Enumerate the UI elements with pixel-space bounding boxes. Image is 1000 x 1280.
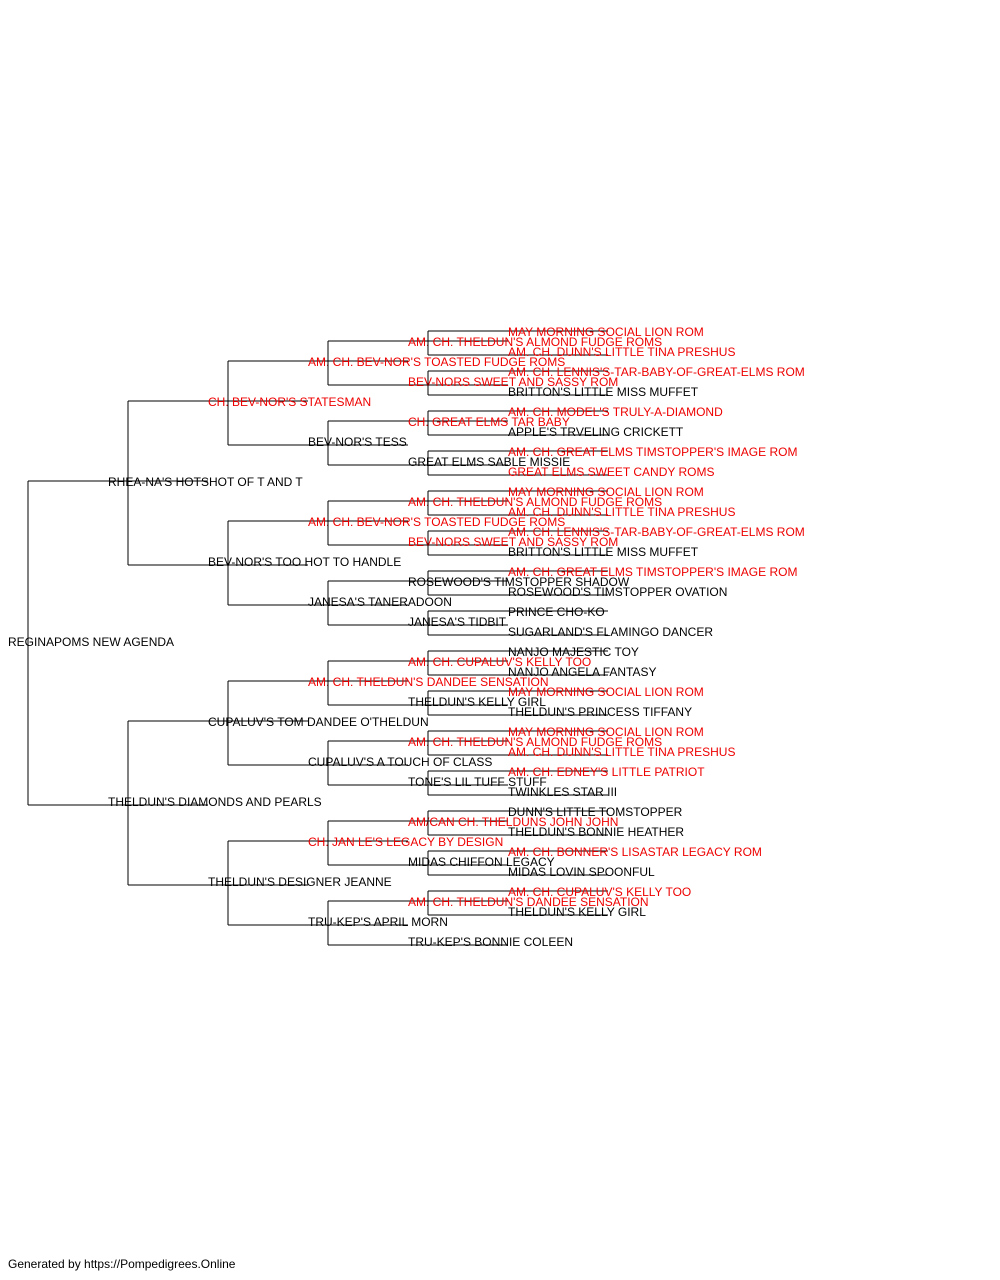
pedigree-name: JANESA'S TIDBIT bbox=[408, 615, 507, 629]
pedigree-name: AM. CH. LENNIS'S-TAR-BABY-OF-GREAT-ELMS … bbox=[508, 525, 805, 539]
pedigree-name: THELDUN'S KELLY GIRL bbox=[508, 905, 646, 919]
pedigree-name: AM. CH. THELDUN'S ALMOND FUDGE ROMS bbox=[408, 495, 662, 509]
pedigree-name: AM. CH. BONNER'S LISASTAR LEGACY ROM bbox=[508, 845, 762, 859]
pedigree-name: GREAT ELMS SWEET CANDY ROMS bbox=[508, 465, 714, 479]
pedigree-name: TWINKLES STAR III bbox=[508, 785, 617, 799]
pedigree-name: AM. CH. BEV-NOR'S TOASTED FUDGE ROMS bbox=[308, 515, 565, 529]
pedigree-name: ROSEWOOD'S TIMSTOPPER OVATION bbox=[508, 585, 727, 599]
pedigree-name: JANESA'S TANERADOON bbox=[308, 595, 452, 609]
pedigree-name: TRU-KEP'S BONNIE COLEEN bbox=[408, 935, 573, 949]
pedigree-name: TRU-KEP'S APRIL MORN bbox=[308, 915, 448, 929]
pedigree-name: AM. CH. THELDUN'S ALMOND FUDGE ROMS bbox=[408, 335, 662, 349]
pedigree-name: AM. CH. CUPALUV'S KELLY TOO bbox=[508, 885, 691, 899]
pedigree-name: THELDUN'S PRINCESS TIFFANY bbox=[508, 705, 692, 719]
pedigree-name: ROSEWOOD'S TIMSTOPPER SHADOW bbox=[408, 575, 630, 589]
pedigree-name: BRITTON'S LITTLE MISS MUFFET bbox=[508, 385, 699, 399]
pedigree-name: TONE'S LIL TUFF STUFF bbox=[408, 775, 547, 789]
pedigree-name: AM. CH. GREAT ELMS TIMSTOPPER'S IMAGE RO… bbox=[508, 445, 797, 459]
pedigree-name: BEV-NOR'S TOO HOT TO HANDLE bbox=[208, 555, 401, 569]
pedigree-name: THELDUN'S DESIGNER JEANNE bbox=[208, 875, 392, 889]
pedigree-name: BEV-NORS SWEET AND SASSY ROM bbox=[408, 535, 618, 549]
pedigree-name: AM/CAN CH. THELDUNS JOHN JOHN bbox=[408, 815, 618, 829]
pedigree-name: AM. CH. EDNEY'S LITTLE PATRIOT bbox=[508, 765, 705, 779]
pedigree-name: AM. CH. THELDUN'S ALMOND FUDGE ROMS bbox=[408, 735, 662, 749]
pedigree-name: DUNN'S LITTLE TOMSTOPPER bbox=[508, 805, 683, 819]
pedigree-name: CUPALUV'S A TOUCH OF CLASS bbox=[308, 755, 492, 769]
pedigree-name: AM. CH. THELDUN'S DANDEE SENSATION bbox=[408, 895, 649, 909]
pedigree-name: RHEA-NA'S HOTSHOT OF T AND T bbox=[108, 475, 303, 489]
pedigree-name: NANJO ANGELA FANTASY bbox=[508, 665, 657, 679]
pedigree-name: BEV-NORS SWEET AND SASSY ROM bbox=[408, 375, 618, 389]
pedigree-name: MAY MORNING SOCIAL LION ROM bbox=[508, 725, 704, 739]
pedigree-name: BEV-NOR'S TESS bbox=[308, 435, 407, 449]
pedigree-name: REGINAPOMS NEW AGENDA bbox=[8, 635, 174, 649]
pedigree-name: MAY MORNING SOCIAL LION ROM bbox=[508, 325, 704, 339]
pedigree-name: THELDUN'S DIAMONDS AND PEARLS bbox=[108, 795, 322, 809]
pedigree-name: NANJO MAJESTIC TOY bbox=[508, 645, 639, 659]
pedigree-name: AM. CH. DUNN'S LITTLE TINA PRESHUS bbox=[508, 745, 735, 759]
pedigree-name: AM. CH. LENNIS'S-TAR-BABY-OF-GREAT-ELMS … bbox=[508, 365, 805, 379]
pedigree-name: BRITTON'S LITTLE MISS MUFFET bbox=[508, 545, 699, 559]
pedigree-name: CH. BEV-NOR'S STATESMAN bbox=[208, 395, 371, 409]
pedigree-name: AM. CH. THELDUN'S DANDEE SENSATION bbox=[308, 675, 549, 689]
pedigree-name: SUGARLAND'S FLAMINGO DANCER bbox=[508, 625, 713, 639]
pedigree-name: AM. CH. BEV-NOR'S TOASTED FUDGE ROMS bbox=[308, 355, 565, 369]
pedigree-name: MIDAS LOVIN SPOONFUL bbox=[508, 865, 655, 879]
pedigree-name: AM. CH. DUNN'S LITTLE TINA PRESHUS bbox=[508, 505, 735, 519]
pedigree-name: AM. CH. DUNN'S LITTLE TINA PRESHUS bbox=[508, 345, 735, 359]
pedigree-name: MIDAS CHIFFON LEGACY bbox=[408, 855, 555, 869]
pedigree-name: CUPALUV'S TOM DANDEE O'THELDUN bbox=[208, 715, 429, 729]
pedigree-name: MAY MORNING SOCIAL LION ROM bbox=[508, 485, 704, 499]
pedigree-name: CH. GREAT ELMS TAR BABY bbox=[408, 415, 570, 429]
pedigree-name: THELDUN'S BONNIE HEATHER bbox=[508, 825, 684, 839]
footer-credit: Generated by https://Pompedigrees.Online bbox=[8, 1257, 236, 1271]
pedigree-name: THELDUN'S KELLY GIRL bbox=[408, 695, 546, 709]
pedigree-name: GREAT ELMS SABLE MISSIE bbox=[408, 455, 570, 469]
pedigree-name: CH. JAN LE'S LEGACY BY DESIGN bbox=[308, 835, 503, 849]
pedigree-name: AM. CH. MODEL'S TRULY-A-DIAMOND bbox=[508, 405, 723, 419]
pedigree-name: AM. CH. CUPALUV'S KELLY TOO bbox=[408, 655, 591, 669]
pedigree-name: APPLE'S TRVELING CRICKETT bbox=[508, 425, 684, 439]
pedigree-name: MAY MORNING SOCIAL LION ROM bbox=[508, 685, 704, 699]
pedigree-name: AM. CH. GREAT ELMS TIMSTOPPER'S IMAGE RO… bbox=[508, 565, 797, 579]
pedigree-name: PRINCE CHO-KO bbox=[508, 605, 605, 619]
